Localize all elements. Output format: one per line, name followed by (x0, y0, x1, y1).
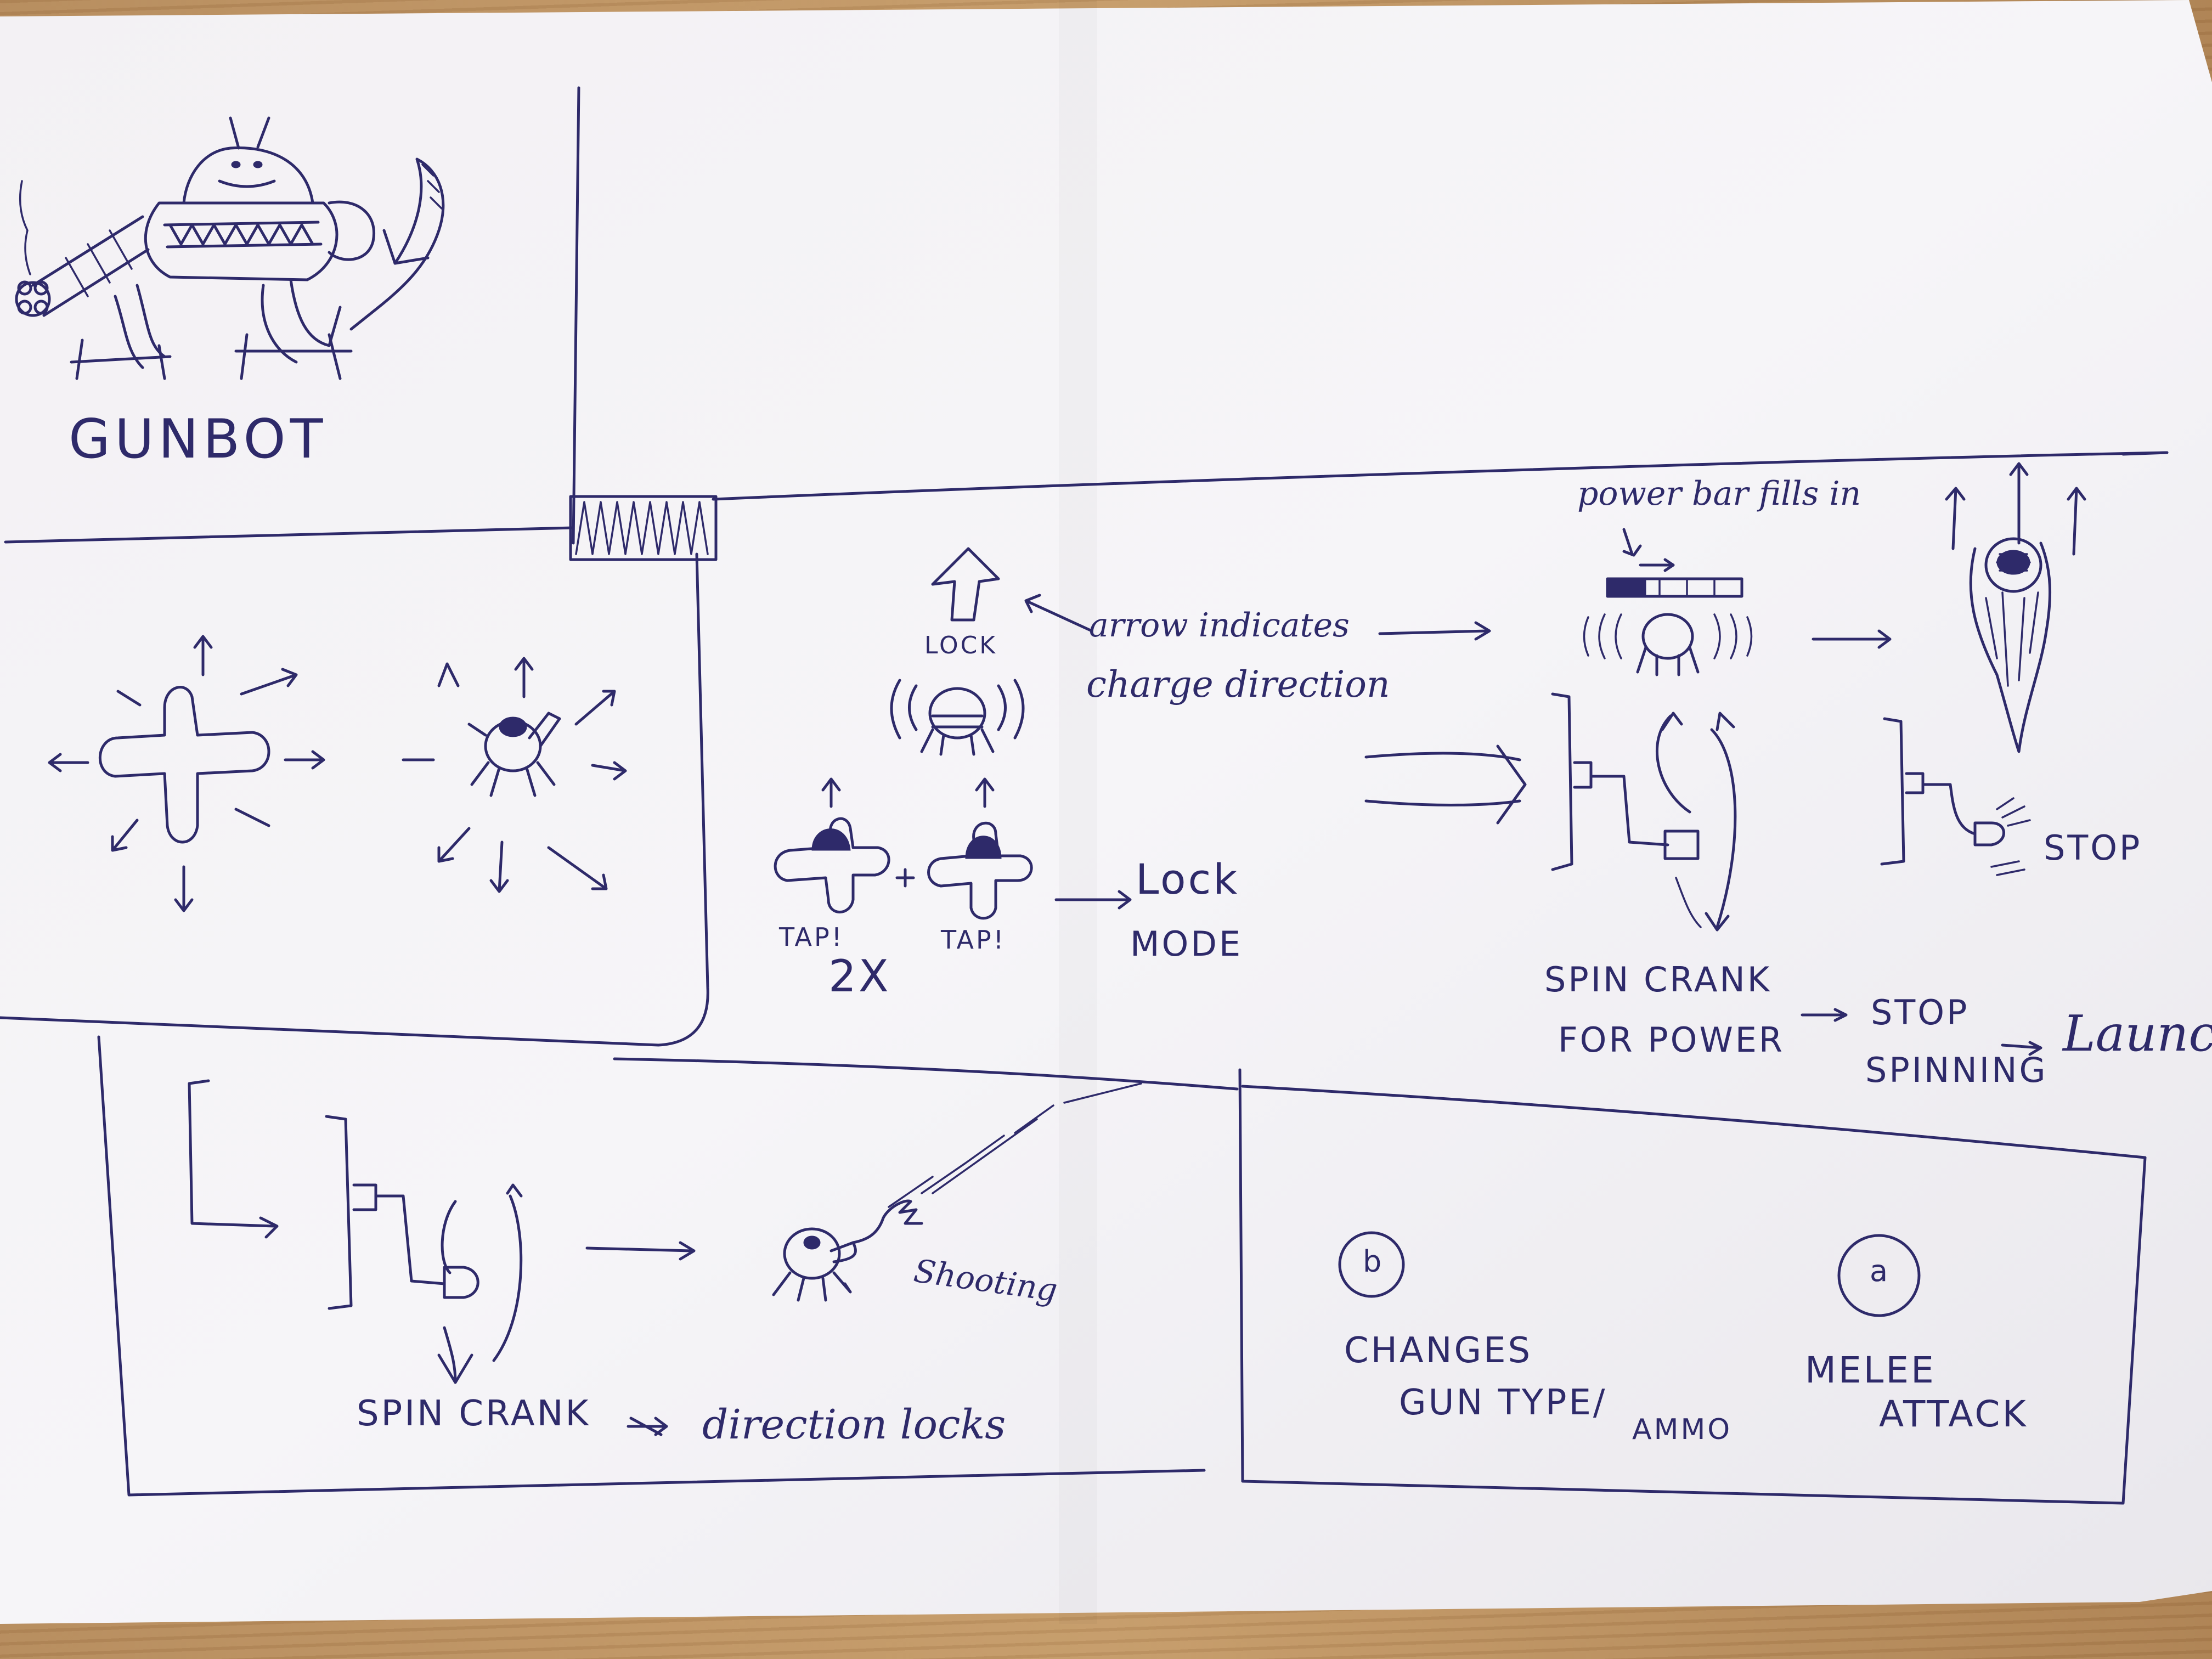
panel-border-vertical (572, 86, 580, 545)
panel-border-top-left (4, 526, 575, 544)
b-desc-line3: AMMO (1632, 1413, 1733, 1446)
a-desc-line2: ATTACK (1879, 1393, 2028, 1435)
hatched-block (569, 495, 718, 561)
power-bar-note: power bar fills in (1577, 475, 1861, 513)
gunbot-robot-drawing (15, 116, 445, 380)
panel-buttons (1238, 1068, 2147, 1505)
arrow-note-line1: arrow indicates (1089, 606, 1350, 645)
tap-count-label: 2X (828, 951, 891, 1002)
a-desc-line1: MELEE (1805, 1349, 1936, 1391)
lock-mode-diagram (774, 547, 1132, 920)
tap-left-label: TAP! (779, 922, 844, 952)
b-button-circle (1338, 1231, 1405, 1298)
spin-crank-label: SPIN CRANK (357, 1393, 591, 1434)
lock-mode-line2: MODE (1130, 924, 1243, 964)
launch-label: Launch! (2063, 1005, 2212, 1063)
panel-border-top-right (712, 451, 2169, 501)
shooting-diagram (188, 1079, 1142, 1436)
panel-shooting (97, 1035, 1206, 1497)
spin-crank-power-line1: SPIN CRANK (1544, 960, 1772, 1000)
dpad-direction-diagram (48, 635, 325, 912)
panel-dpad (0, 552, 709, 1047)
charge-sequence-diagram (1364, 462, 2086, 1056)
direction-locks-label: direction locks (702, 1401, 1006, 1448)
b-desc-line2: GUN TYPE/ (1399, 1383, 1607, 1423)
title-gunbot: GUNBOT (69, 408, 328, 471)
lock-mode-line1: Lock (1136, 855, 1240, 904)
stop-label: STOP (2044, 828, 2142, 868)
bug-direction-diagram (402, 657, 627, 893)
lock-label: LOCK (924, 631, 998, 659)
a-key-label: a (1870, 1254, 1888, 1288)
tap-right-label: TAP! (941, 925, 1006, 955)
spin-crank-power-line2: FOR POWER (1558, 1020, 1785, 1060)
power-bar (1606, 577, 1743, 598)
b-desc-line1: CHANGES (1344, 1330, 1533, 1371)
b-key-label: b (1363, 1244, 1382, 1279)
stop-spinning-line2: SPINNING (1865, 1050, 2048, 1090)
stop-spinning-line1: STOP (1871, 992, 1970, 1032)
arrow-note-line2: charge direction (1086, 663, 1390, 706)
a-button-circle (1837, 1234, 1921, 1317)
